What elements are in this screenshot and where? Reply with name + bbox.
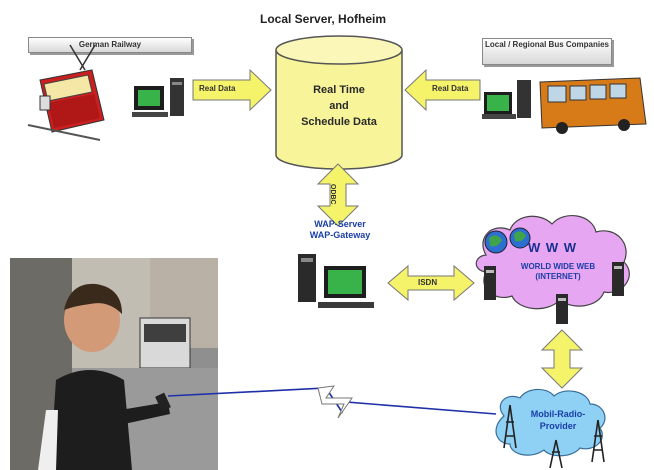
real-data-arrow-left bbox=[192, 68, 272, 112]
database-label: Real Time and Schedule Data bbox=[276, 82, 402, 130]
bus-companies-label: Local / Regional Bus Companies bbox=[482, 38, 612, 65]
internet-cloud bbox=[475, 215, 630, 324]
isdn-label: ISDN bbox=[418, 278, 438, 287]
german-railway-label: German Railway bbox=[28, 37, 192, 53]
radio-tower-right-icon bbox=[591, 419, 605, 463]
internet-label-line2: WORLD WIDE WEB bbox=[520, 262, 596, 271]
computer-right-icon bbox=[482, 80, 531, 119]
www-label: W W W bbox=[528, 240, 578, 255]
database-label-line3: Schedule Data bbox=[301, 116, 377, 128]
provider-label-line2: Provider bbox=[539, 421, 577, 431]
internet-label: WORLD WIDE WEB (INTERNET) bbox=[492, 262, 624, 282]
provider-cloud bbox=[495, 388, 606, 457]
provider-link-arrow bbox=[540, 329, 584, 389]
tram-icon bbox=[27, 44, 105, 141]
internet-label-line3: (INTERNET) bbox=[535, 272, 581, 281]
radio-link-line bbox=[167, 385, 497, 419]
radio-tower-left-icon bbox=[503, 404, 517, 449]
wap-server-icon bbox=[298, 254, 374, 308]
bus-icon bbox=[539, 77, 647, 134]
wap-label: WAP-Server WAP-Gateway bbox=[295, 219, 385, 241]
real-data-arrow-right bbox=[404, 68, 481, 112]
provider-label-line1: Mobil-Radio- bbox=[530, 409, 586, 419]
database-label-line1: Real Time bbox=[313, 84, 365, 96]
computer-left-icon bbox=[132, 78, 184, 117]
person-photo bbox=[10, 258, 218, 470]
wap-label-line1: WAP-Server bbox=[314, 219, 366, 229]
diagram-title: Local Server, Hofheim bbox=[260, 12, 387, 26]
provider-label: Mobil-Radio- Provider bbox=[515, 408, 601, 432]
database-cylinder bbox=[275, 35, 403, 170]
odbc-label: ODBC bbox=[329, 184, 336, 205]
odbc-arrow bbox=[316, 163, 360, 227]
database-label-line2: and bbox=[329, 100, 349, 112]
radio-tower-bottom-icon bbox=[549, 439, 563, 469]
real-data-label-right: Real Data bbox=[432, 84, 469, 93]
isdn-arrow bbox=[387, 264, 475, 302]
wap-label-line2: WAP-Gateway bbox=[309, 230, 371, 240]
real-data-label-left: Real Data bbox=[199, 84, 236, 93]
